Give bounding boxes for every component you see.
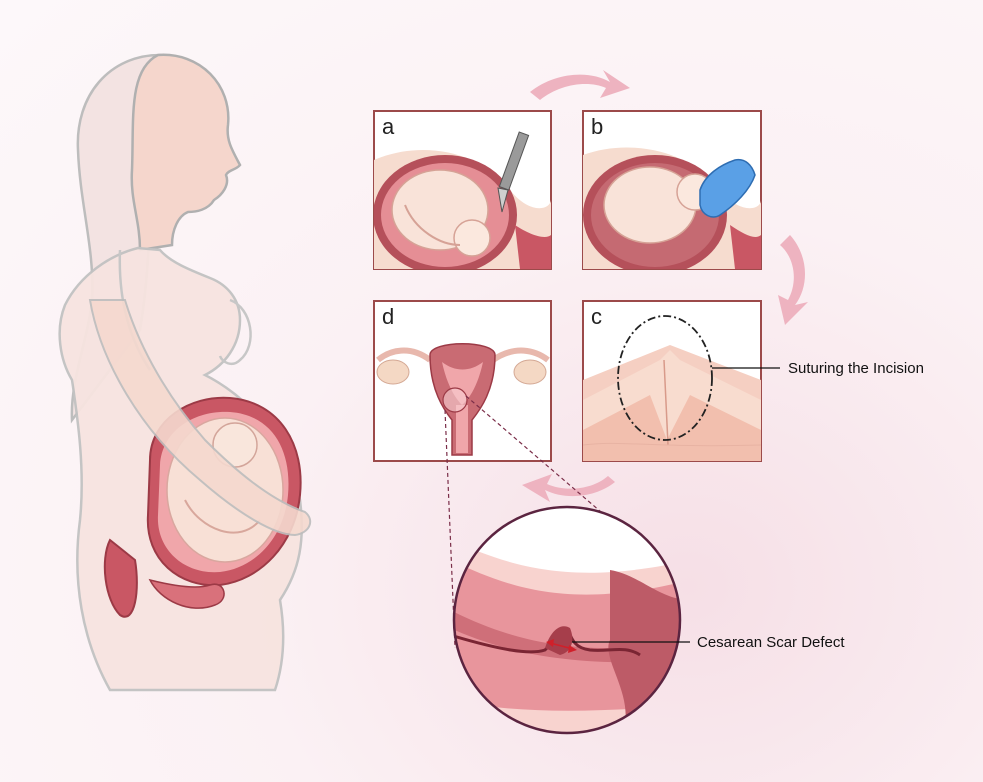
head-shape <box>132 55 240 250</box>
magnified-scar-view <box>450 505 690 740</box>
pregnant-woman-illustration <box>60 55 311 690</box>
suturing-label: Suturing the Incision <box>788 360 924 377</box>
panel-b-letter: b <box>591 114 603 139</box>
panel-d: d <box>374 301 551 461</box>
arrow-a-to-b <box>530 70 630 100</box>
scar-source-circle <box>443 388 467 412</box>
panel-d-letter: d <box>382 304 394 329</box>
panel-a-letter: a <box>382 114 395 139</box>
panel-a: a <box>373 111 551 275</box>
panel-c-letter: c <box>591 304 602 329</box>
arrow-c-to-d <box>522 474 615 502</box>
panel-b: b <box>583 111 761 275</box>
arrow-b-to-c <box>778 235 808 325</box>
panel-c: c <box>583 301 761 461</box>
scar-defect-label: Cesarean Scar Defect <box>697 634 845 651</box>
